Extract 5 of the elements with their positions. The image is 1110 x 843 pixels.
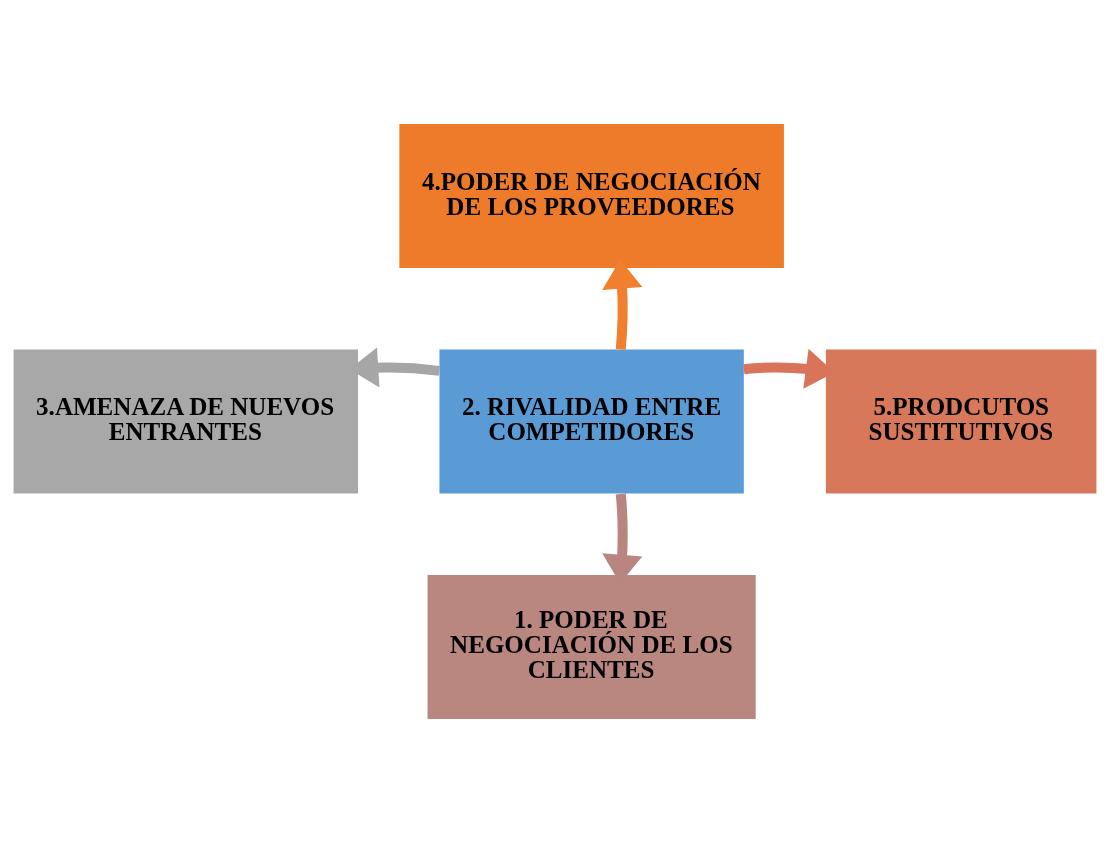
- node-box: 5.PRODCUTOS SUSTITUTIVOS: [825, 349, 1097, 494]
- node-box: 3.AMENAZA DE NUEVOS ENTRANTES: [13, 349, 359, 494]
- node-box: 4.PODER DE NEGOCIACIÓN DE LOS PROVEEDORES: [399, 124, 784, 269]
- node-box: 1. PODER DE NEGOCIACIÓN DE LOS CLIENTES: [427, 574, 756, 719]
- node-box: 2. RIVALIDAD ENTRE COMPETIDORES: [439, 349, 744, 494]
